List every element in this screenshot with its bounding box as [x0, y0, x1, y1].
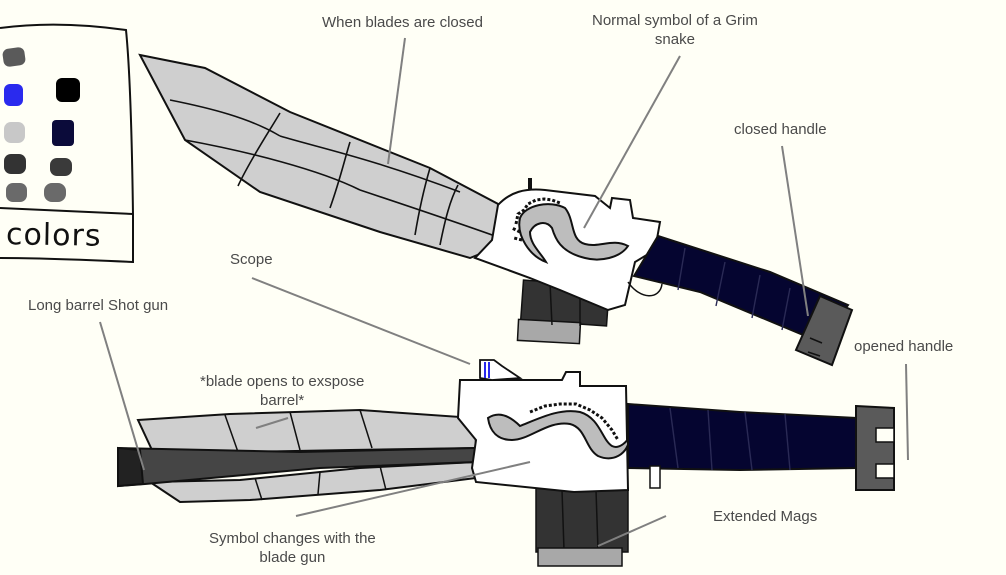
label-blade-opens: *blade opens to exspose barrel* [200, 372, 364, 410]
leader-scope [251, 277, 471, 365]
leader-long-barrel [99, 321, 145, 471]
swatch-navy [52, 120, 74, 146]
label-closed-handle: closed handle [734, 121, 827, 138]
label-symbol-changes: Symbol changes with the blade gun [209, 529, 376, 567]
closed-blade [138, 53, 502, 260]
swatch-black [56, 78, 80, 102]
open-handle [627, 402, 857, 472]
legend-divider [0, 207, 134, 215]
label-grim-symbol-line1: Normal symbol of a Grim [592, 12, 758, 29]
weapon-open [117, 359, 895, 567]
swatch-charcoal [4, 154, 26, 174]
leader-symbol-changes [295, 461, 531, 517]
swatch-gray-3 [44, 183, 66, 202]
label-blade-opens-line1: *blade opens to exspose [200, 373, 365, 390]
leader-extended-mags [597, 515, 667, 547]
grim-snake-symbol-closed [518, 203, 630, 264]
label-grim-symbol: Normal symbol of a Grim snake [592, 11, 758, 49]
swatch-dark-gray [50, 158, 72, 176]
open-blade-upper [136, 408, 478, 454]
label-blades-closed: When blades are closed [322, 14, 483, 31]
label-opened-handle: opened handle [854, 338, 954, 355]
label-scope: Scope [230, 251, 273, 268]
color-legend [0, 23, 134, 264]
extended-mag-base [537, 547, 623, 567]
label-symbol-changes-line2: blade gun [259, 549, 326, 566]
swatch-light-gray [4, 122, 25, 143]
leader-blades-closed [387, 37, 406, 165]
label-symbol-changes-line1: Symbol changes with the [209, 530, 376, 547]
label-extended-mags: Extended Mags [713, 508, 818, 525]
swatch-blue [4, 84, 23, 106]
annotation-leaders [99, 37, 909, 547]
leader-grim-symbol [583, 55, 681, 229]
swatch-gray [2, 47, 26, 67]
legend-box-outline [0, 23, 134, 264]
closed-pommel [794, 294, 854, 367]
open-body [456, 371, 630, 494]
label-long-barrel: Long barrel Shot gun [28, 297, 169, 314]
weapon-closed [138, 53, 854, 367]
label-grim-symbol-line2: snake [654, 31, 695, 48]
leader-opened-handle [905, 363, 909, 461]
label-blade-opens-line2: barrel* [260, 392, 305, 409]
legend-label: colors [5, 217, 102, 254]
leader-blade-opens [255, 417, 289, 429]
closed-blade-segments [169, 99, 496, 246]
swatch-gray-2 [6, 183, 27, 202]
extended-mag [535, 487, 629, 553]
leader-closed-handle [781, 145, 809, 317]
closed-mag-light [516, 318, 582, 345]
